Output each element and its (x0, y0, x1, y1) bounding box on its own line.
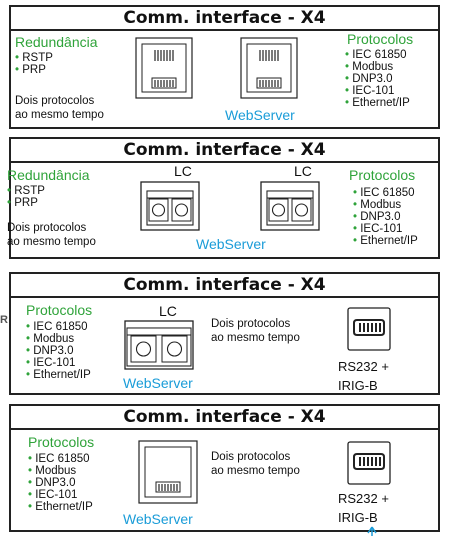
cropped-side-letter: R (0, 314, 8, 326)
serial-port-label: RS232 +IRIG-B (338, 359, 389, 393)
list-item: • Modbus (28, 465, 77, 477)
list-item: • DNP3.0 (26, 345, 74, 357)
list-item: • RSTP (7, 185, 45, 197)
panel-title: Comm. interface - X4 (11, 406, 438, 430)
list-item: • Modbus (345, 61, 394, 73)
serial-port-label: RS232 +IRIG-B (338, 491, 389, 525)
protocols-header: Protocolos (26, 302, 93, 318)
list-item: • IEC-101 (28, 489, 78, 501)
protocols-list: • IEC 61850 • Modbus • DNP3.0 • IEC-101 … (28, 453, 93, 513)
list-item: • Ethernet/IP (26, 369, 91, 381)
redundancy-list: • RSTP • PRP (15, 52, 53, 76)
panel-title: Comm. interface - X4 (11, 274, 438, 298)
panel-title: Comm. interface - X4 (11, 139, 438, 163)
list-item: • PRP (15, 64, 46, 76)
rj45-port-icon (138, 440, 198, 504)
list-item: • IEC 61850 (345, 49, 407, 61)
lc-label: LC (159, 303, 177, 319)
list-item: • Modbus (353, 199, 402, 211)
webserver-label: WebServer (225, 107, 295, 123)
lc-label: LC (174, 163, 192, 179)
list-item: • Ethernet/IP (353, 235, 418, 247)
protocols-header: Protocolos (347, 31, 414, 47)
lc-fiber-port-icon (260, 181, 320, 231)
list-item: • DNP3.0 (28, 477, 76, 489)
comm-interface-panel-1: Comm. interface - X4 Redundância • RSTP … (9, 5, 440, 129)
protocols-list: • IEC 61850 • Modbus • DNP3.0 • IEC-101 … (353, 187, 418, 247)
list-item: • IEC 61850 (26, 321, 88, 333)
list-item: • Ethernet/IP (345, 97, 410, 109)
redundancy-header: Redundância (7, 167, 90, 183)
db9-serial-port-icon (347, 441, 391, 485)
redundancy-header: Redundância (15, 34, 98, 50)
lc-fiber-port-icon (124, 320, 194, 370)
list-item: • IEC 61850 (353, 187, 415, 199)
comm-interface-panel-3: Comm. interface - X4 Protocolos • IEC 61… (9, 272, 440, 395)
list-item: • DNP3.0 (353, 211, 401, 223)
redundancy-list: • RSTP • PRP (7, 185, 45, 209)
webserver-label: WebServer (123, 375, 193, 391)
comm-interface-panel-2: Comm. interface - X4 Redundância • RSTP … (7, 137, 440, 259)
list-item: • IEC-101 (26, 357, 76, 369)
lc-fiber-port-icon (140, 181, 200, 231)
list-item: • IEC 61850 (28, 453, 90, 465)
webserver-label: WebServer (123, 511, 193, 527)
list-item: • RSTP (15, 52, 53, 64)
db9-serial-port-icon (347, 307, 391, 351)
protocols-list: • IEC 61850 • Modbus • DNP3.0 • IEC-101 … (345, 49, 410, 109)
list-item: • Ethernet/IP (28, 501, 93, 513)
list-item: • IEC-101 (345, 85, 395, 97)
arrow-up-icon (367, 526, 377, 536)
protocols-header: Protocolos (349, 167, 416, 183)
list-item: • PRP (7, 197, 38, 209)
rj45-port-icon (240, 37, 298, 99)
protocols-header: Protocolos (28, 434, 95, 450)
comm-interface-panel-4: Comm. interface - X4 Protocolos • IEC 61… (9, 404, 440, 532)
lc-label: LC (294, 163, 312, 179)
protocols-list: • IEC 61850 • Modbus • DNP3.0 • IEC-101 … (26, 321, 91, 381)
rj45-port-icon (135, 37, 193, 99)
list-item: • IEC-101 (353, 223, 403, 235)
panel-title: Comm. interface - X4 (11, 7, 438, 31)
list-item: • DNP3.0 (345, 73, 393, 85)
list-item: • Modbus (26, 333, 75, 345)
webserver-label: WebServer (196, 236, 266, 252)
